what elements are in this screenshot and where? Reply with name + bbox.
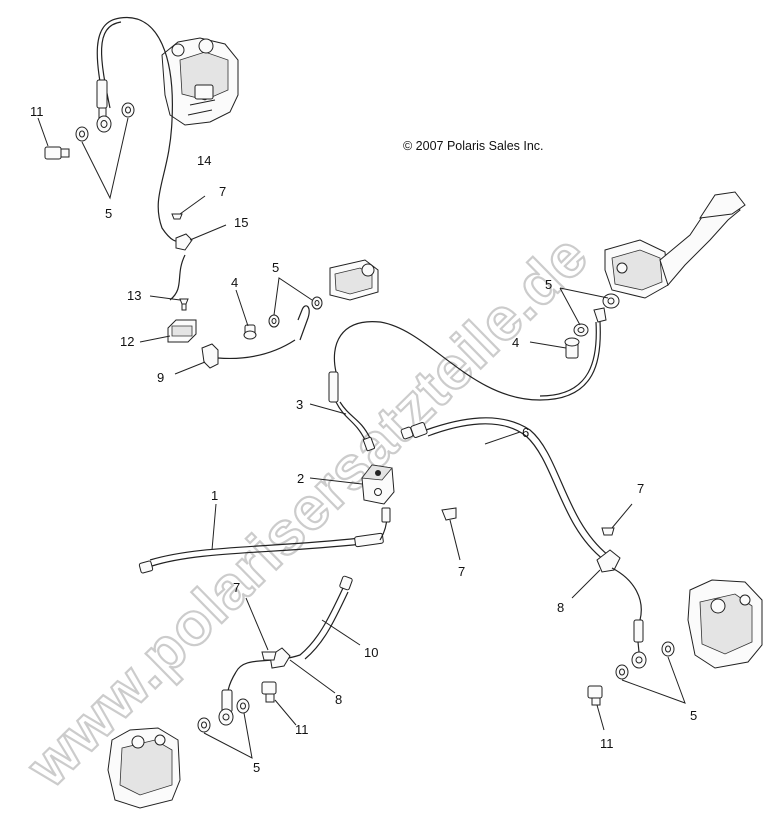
brake-hose-long-top [333, 321, 601, 401]
caliper-bottom-left [107, 727, 181, 809]
caliper-top-left [161, 37, 239, 126]
callout-4: 4 [231, 275, 238, 290]
hose-fitting-top-left [96, 79, 112, 133]
callout-7: 7 [637, 481, 644, 496]
watermark: www.polarisersatzteile.de [13, 221, 600, 800]
callout-5: 5 [690, 708, 697, 723]
callout-5: 5 [253, 760, 260, 775]
hose-fitting-bottom-left [218, 689, 234, 726]
callout-11: 11 [600, 736, 614, 751]
hose-fitting-bottom-right [631, 619, 647, 669]
callout-11: 11 [30, 104, 44, 119]
master-cylinder-pedal [604, 191, 746, 299]
banjo-bolt-top-left [44, 146, 70, 160]
callout-3: 3 [296, 397, 303, 412]
callout-7: 7 [458, 564, 465, 579]
callout-7: 7 [219, 184, 226, 199]
banjo-bolt-right [564, 337, 580, 359]
callout-6: 6 [522, 425, 529, 440]
callout-labels: 11 5 14 7 15 13 4 5 12 9 5 4 3 6 2 1 7 7… [30, 104, 697, 775]
callout-5: 5 [105, 206, 112, 221]
callout-13: 13 [127, 288, 141, 303]
callout-8: 8 [335, 692, 342, 707]
bracket-12 [167, 319, 197, 343]
hose-clip-15 [175, 233, 193, 251]
callout-14: 14 [197, 153, 211, 168]
screw-icon [171, 213, 183, 220]
screw-icon [601, 527, 615, 536]
screw-icon [441, 507, 457, 521]
caliper-bottom-right [687, 579, 763, 669]
callout-15: 15 [234, 215, 248, 230]
screw-icon [179, 298, 189, 311]
callout-8: 8 [557, 600, 564, 615]
callout-4: 4 [512, 335, 519, 350]
callout-9: 9 [157, 370, 164, 385]
callout-5: 5 [272, 260, 279, 275]
callout-1: 1 [211, 488, 218, 503]
master-cylinder-small [329, 259, 379, 301]
screw-icon [261, 651, 277, 661]
callout-5: 5 [545, 277, 552, 292]
banjo-bolt-4 [243, 324, 257, 340]
callout-11: 11 [295, 722, 309, 737]
banjo-bolt-bottom-right [587, 685, 603, 706]
junction-block-2 [361, 464, 395, 505]
callout-12: 12 [120, 334, 134, 349]
copyright-notice: © 2007 Polaris Sales Inc. [403, 139, 544, 153]
brake-hose-6 [400, 417, 609, 561]
callout-7: 7 [233, 580, 240, 595]
callout-2: 2 [297, 471, 304, 486]
callout-10: 10 [364, 645, 378, 660]
brake-hose-1 [138, 507, 391, 574]
brake-hose-3 [328, 371, 376, 452]
brake-hose-14 [96, 16, 182, 242]
hose-clip-8-right [596, 549, 621, 573]
banjo-bolt-bottom [261, 681, 277, 703]
hose-clip-9 [201, 343, 219, 369]
